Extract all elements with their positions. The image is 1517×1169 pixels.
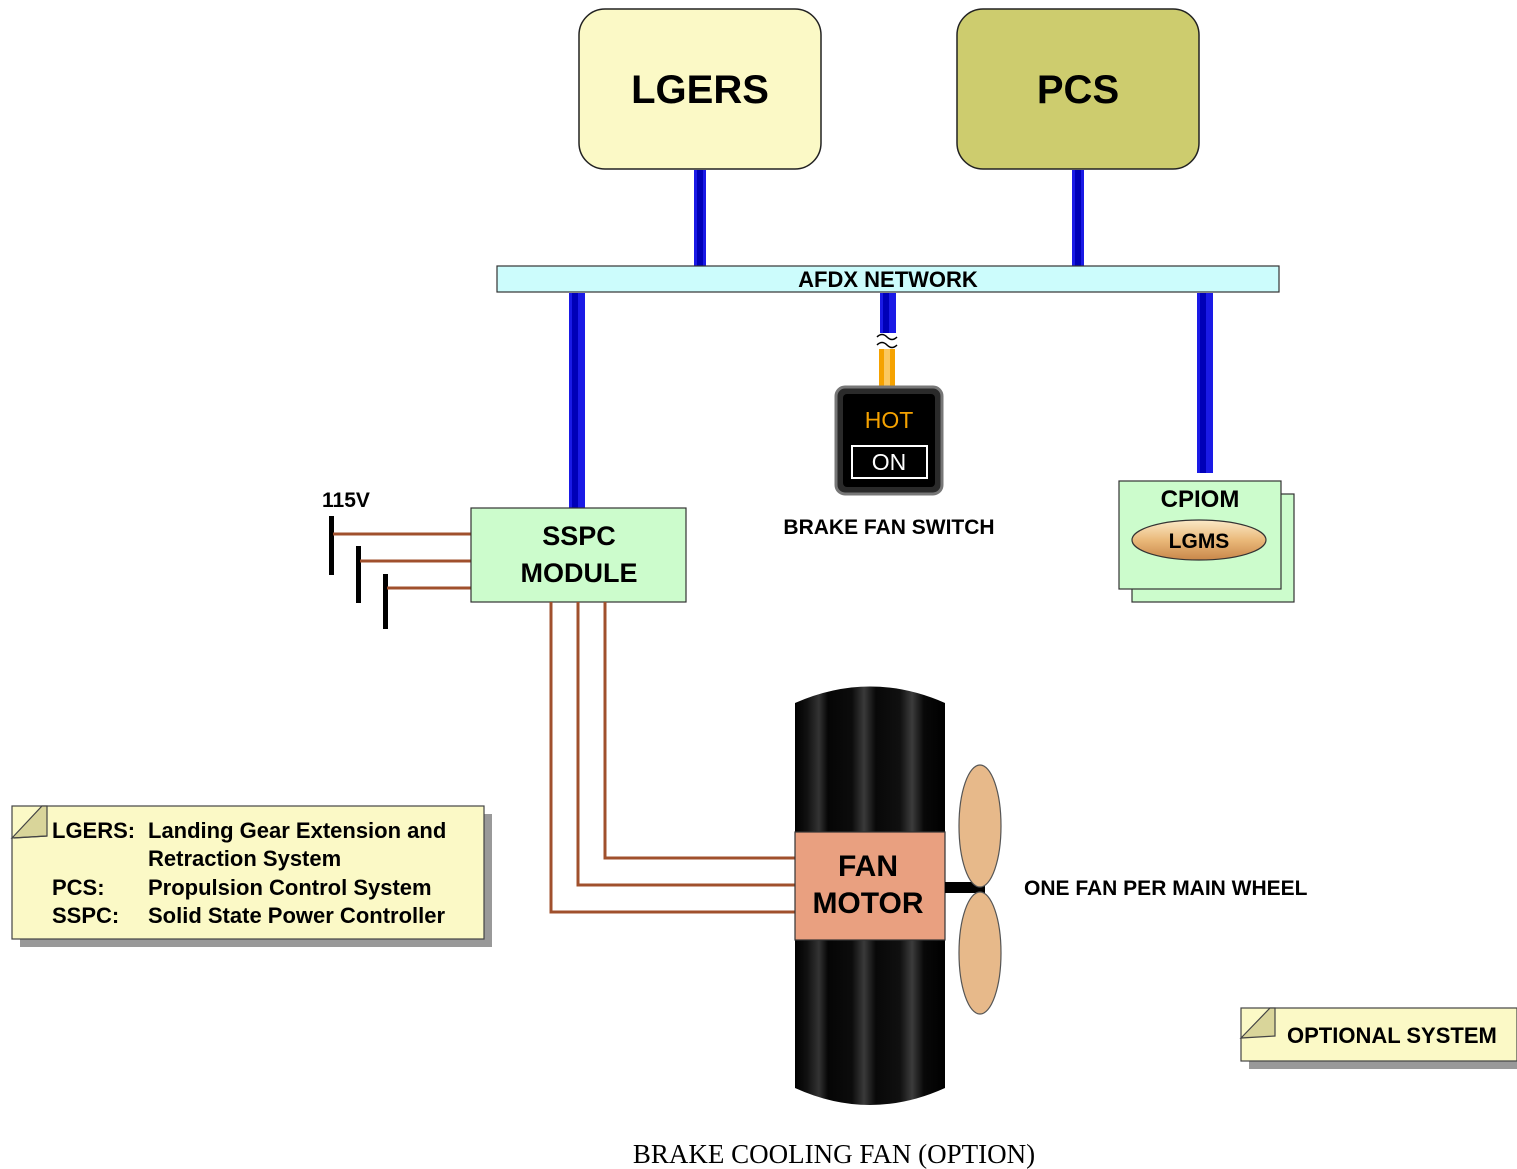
lgms-ellipse bbox=[1131, 519, 1267, 561]
switch-bus-link bbox=[876, 293, 898, 386]
sspc-label-line1: SSPC bbox=[542, 521, 616, 551]
lgms-label: LGMS bbox=[1169, 530, 1230, 553]
sspc-bus-link bbox=[569, 293, 585, 508]
power-input-wires bbox=[333, 532, 471, 590]
fan-motor-label-line1: FAN bbox=[838, 850, 898, 883]
afdx-network-bar: AFDX NETWORK bbox=[496, 265, 1280, 293]
switch-hot-legend: HOT bbox=[865, 407, 914, 433]
optional-system-label: OPTIONAL SYSTEM bbox=[1287, 1023, 1497, 1048]
pcs-label: PCS bbox=[1037, 68, 1119, 112]
sspc-module: SSPC MODULE bbox=[470, 507, 687, 603]
legend-abbr-pcs: PCS: bbox=[52, 875, 105, 900]
cpiom-box: CPIOM LGMS bbox=[1118, 480, 1295, 603]
cpiom-bus-link bbox=[1197, 293, 1213, 473]
figure-caption: BRAKE COOLING FAN (OPTION) bbox=[633, 1139, 1035, 1169]
afdx-network-label: AFDX NETWORK bbox=[798, 267, 978, 292]
motor-power-wires bbox=[549, 602, 795, 914]
legend-def-lgers-2: Retraction System bbox=[148, 846, 341, 871]
legend-abbr-lgers: LGERS: bbox=[52, 818, 135, 843]
legend-def-lgers-1: Landing Gear Extension and bbox=[148, 818, 446, 843]
pcs-box: PCS bbox=[956, 8, 1200, 170]
brake-fan-switch-caption: BRAKE FAN SWITCH bbox=[783, 516, 994, 539]
fan-propeller bbox=[945, 764, 1002, 1015]
voltage-label: 115V bbox=[322, 489, 370, 512]
fan-motor: FAN MOTOR bbox=[794, 831, 946, 941]
lgers-box: LGERS bbox=[578, 8, 822, 170]
legend-note: LGERS: Landing Gear Extension and Retrac… bbox=[10, 805, 492, 947]
legend-def-pcs: Propulsion Control System bbox=[148, 875, 432, 900]
lgers-label: LGERS bbox=[631, 68, 769, 112]
brake-fan-switch[interactable]: HOT ON bbox=[834, 385, 944, 496]
pcs-bus-link bbox=[1070, 170, 1086, 266]
legend-abbr-sspc: SSPC: bbox=[52, 903, 119, 928]
legend-def-sspc: Solid State Power Controller bbox=[148, 903, 445, 928]
switch-on-legend: ON bbox=[872, 449, 907, 475]
fan-motor-label-line2: MOTOR bbox=[812, 887, 923, 920]
power-bus-bars bbox=[329, 516, 388, 629]
lgers-bus-link bbox=[692, 170, 708, 266]
fan-note-label: ONE FAN PER MAIN WHEEL bbox=[1024, 877, 1308, 900]
cpiom-label: CPIOM bbox=[1161, 486, 1240, 513]
optional-system-note: OPTIONAL SYSTEM bbox=[1239, 1007, 1517, 1069]
break-symbol bbox=[876, 333, 898, 349]
sspc-label-line2: MODULE bbox=[521, 558, 638, 588]
